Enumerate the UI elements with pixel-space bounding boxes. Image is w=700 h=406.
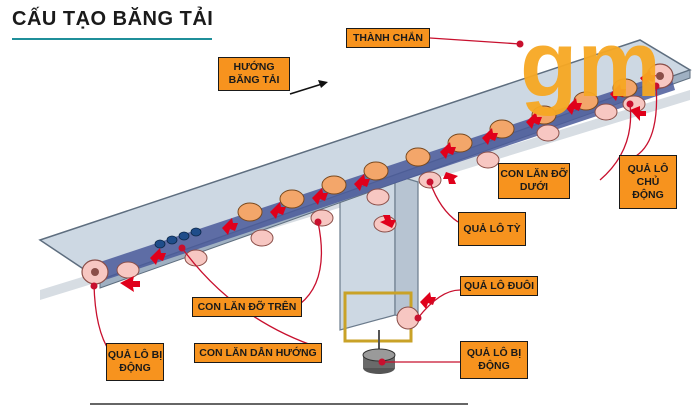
guide-roller [190,227,202,237]
gm-logo: gm [520,11,661,116]
lower-roller [184,249,208,267]
arrow [440,142,456,159]
leader-dot [178,244,186,252]
leader-line [599,103,632,181]
leader-line [429,181,459,223]
bottom-driven-pulley [362,348,396,374]
leader-line [417,289,461,319]
leader-dot [314,218,322,226]
lower-roller [536,124,560,142]
upper-roller [405,147,431,167]
arrow [380,215,396,228]
arrow [270,202,286,219]
leader-dot [414,314,422,322]
lower-roller [250,229,274,247]
lower-roller [476,151,500,169]
leader-dots [90,40,660,366]
arrow [526,112,542,129]
page-title: CẤU TẠO BĂNG TẢI [12,8,214,30]
guide-rollers [154,227,202,249]
guide-roller [154,239,166,249]
arrow [354,174,370,191]
lower-idler-rollers [116,95,646,330]
leader-line [299,221,323,305]
logo-text: gm [520,11,661,116]
upper-roller [279,189,305,209]
leader-dot [426,178,434,186]
leader-dot [626,100,634,108]
arrow [420,292,436,309]
leader-line [93,283,111,353]
label-drive-pulley: QUẢ LÔ CHỦ ĐỘNG [619,155,677,209]
take-up-tower [339,174,419,350]
label-side-guard: THÀNH CHẮN [346,28,430,48]
leader-dot [90,282,98,290]
label-direction: HƯỚNG BĂNG TẢI [218,57,290,91]
arrow [120,276,140,292]
label-driven-pulley-bottom: QUẢ LÔ BỊ ĐỘNG [460,341,528,379]
lower-roller [366,188,390,206]
leader-dot [378,358,386,366]
arrow [482,128,498,145]
guide-roller [178,231,190,241]
end-pulleys [81,63,674,285]
upper-roller [237,202,263,222]
arrow [610,84,626,101]
leader-line [429,37,521,45]
arrow [640,70,656,86]
label-tail-pulley: QUẢ LÔ ĐUÔI [460,276,538,296]
title-underline [12,38,212,40]
arrow [443,172,458,184]
label-guide-roller: CON LĂN DẪN HƯỚNG [194,343,322,363]
guide-roller [166,235,178,245]
lower-roller [594,103,618,121]
arrow [566,98,582,115]
lower-roller [310,209,334,227]
lower-roller [116,261,140,279]
label-lower-idler: CON LĂN ĐỠ DƯỚI [498,163,570,199]
arrow [630,106,646,121]
label-upper-idler: CON LĂN ĐỠ TRÊN [192,297,302,317]
direction-arrow [289,80,328,95]
arrow [222,218,238,235]
label-snub-pulley: QUẢ LÔ TỲ [458,212,526,246]
leader-dot [516,40,524,48]
label-driven-pulley-left: QUẢ LÔ BỊ ĐỘNG [106,343,164,381]
leader-line [635,83,658,157]
motion-arrows [120,70,656,309]
upper-roller [363,161,389,181]
upper-roller [321,175,347,195]
leader-dot [652,82,660,90]
arrow [150,248,166,265]
arrow [312,188,328,205]
